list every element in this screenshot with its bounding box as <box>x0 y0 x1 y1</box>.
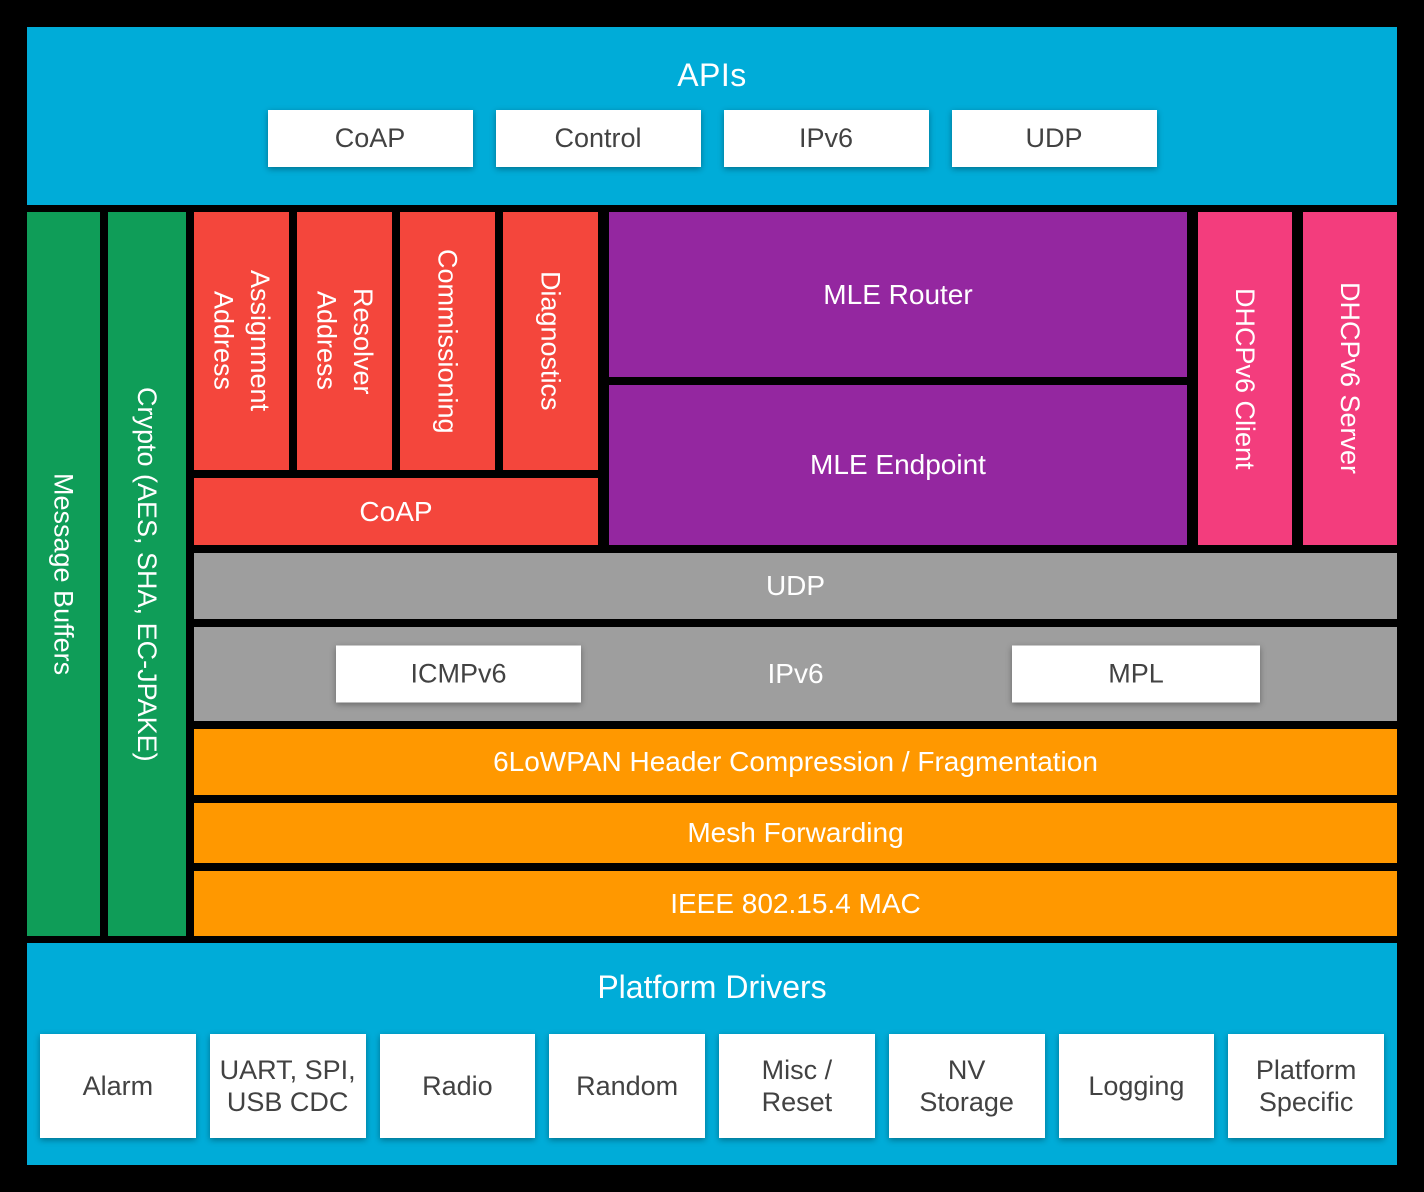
icmpv6-box: ICMPv6 <box>336 645 581 703</box>
diagnostics-label: Diagnostics <box>535 271 566 411</box>
platform-box-platform-specific: Platform Specific <box>1228 1034 1384 1138</box>
platform-drivers-band: Platform Drivers Alarm UART, SPI, USB CD… <box>27 943 1397 1165</box>
api-box-control: Control <box>495 110 701 167</box>
platform-driver-box-row: Alarm UART, SPI, USB CDC Radio Random Mi… <box>40 1034 1384 1138</box>
mesh-forwarding-layer-box: Mesh Forwarding <box>194 803 1397 863</box>
address-assignment-box: Address Assignment <box>194 212 289 470</box>
platform-box-random: Random <box>549 1034 705 1138</box>
commissioning-box: Commissioning <box>400 212 495 470</box>
api-box-row: CoAP Control IPv6 UDP <box>267 110 1157 167</box>
diagnostics-box: Diagnostics <box>503 212 598 470</box>
api-box-udp: UDP <box>951 110 1157 167</box>
ipv6-layer-box: ICMPv6 IPv6 MPL <box>194 627 1397 721</box>
crypto-label: Crypto (AES, SHA, EC-JPAKE) <box>132 386 163 762</box>
address-resolver-box: Address Resolver <box>297 212 392 470</box>
mle-group: MLE Router MLE Endpoint <box>609 212 1187 545</box>
apis-band: APIs CoAP Control IPv6 UDP <box>27 27 1397 205</box>
dhcpv6-server-box: DHCPv6 Server <box>1303 212 1397 545</box>
dhcpv6-client-box: DHCPv6 Client <box>1198 212 1292 545</box>
platform-drivers-title: Platform Drivers <box>597 969 827 1005</box>
dhcpv6-client-label: DHCPv6 Client <box>1230 287 1261 470</box>
protocol-stack: Address Assignment Address Resolver Comm… <box>194 212 1397 936</box>
mle-endpoint-box: MLE Endpoint <box>609 385 1187 545</box>
coap-services-group: Address Assignment Address Resolver Comm… <box>194 212 598 545</box>
api-box-coap: CoAP <box>267 110 473 167</box>
message-buffers-label: Message Buffers <box>48 472 79 676</box>
address-assignment-label: Address Assignment <box>208 270 275 412</box>
udp-layer-box: UDP <box>194 553 1397 619</box>
platform-box-logging: Logging <box>1058 1034 1215 1138</box>
platform-box-misc-reset: Misc / Reset <box>719 1034 875 1138</box>
lowpan-layer-box: 6LoWPAN Header Compression / Fragmentati… <box>194 729 1397 795</box>
platform-box-radio: Radio <box>379 1034 536 1138</box>
commissioning-label: Commissioning <box>432 248 463 434</box>
core-stack-section: Message Buffers Crypto (AES, SHA, EC-JPA… <box>27 212 1397 936</box>
dhcpv6-server-label: DHCPv6 Server <box>1335 282 1366 475</box>
mac-layer-box: IEEE 802.15.4 MAC <box>194 871 1397 936</box>
platform-box-uart-spi-usb: UART, SPI, USB CDC <box>209 1034 366 1138</box>
mpl-box: MPL <box>1012 645 1260 703</box>
coap-layer-box: CoAP <box>194 478 598 545</box>
coap-services-columns: Address Assignment Address Resolver Comm… <box>194 212 598 470</box>
mle-router-box: MLE Router <box>609 212 1187 377</box>
application-layer-row: Address Assignment Address Resolver Comm… <box>194 212 1397 545</box>
platform-box-nv-storage: NV Storage <box>888 1034 1045 1138</box>
platform-box-alarm: Alarm <box>40 1034 196 1138</box>
crypto-bar: Crypto (AES, SHA, EC-JPAKE) <box>108 212 186 936</box>
ipv6-label: IPv6 <box>767 658 824 689</box>
api-box-ipv6: IPv6 <box>723 110 929 167</box>
address-resolver-label: Address Resolver <box>311 287 378 395</box>
apis-title: APIs <box>677 57 747 93</box>
message-buffers-bar: Message Buffers <box>27 212 100 936</box>
